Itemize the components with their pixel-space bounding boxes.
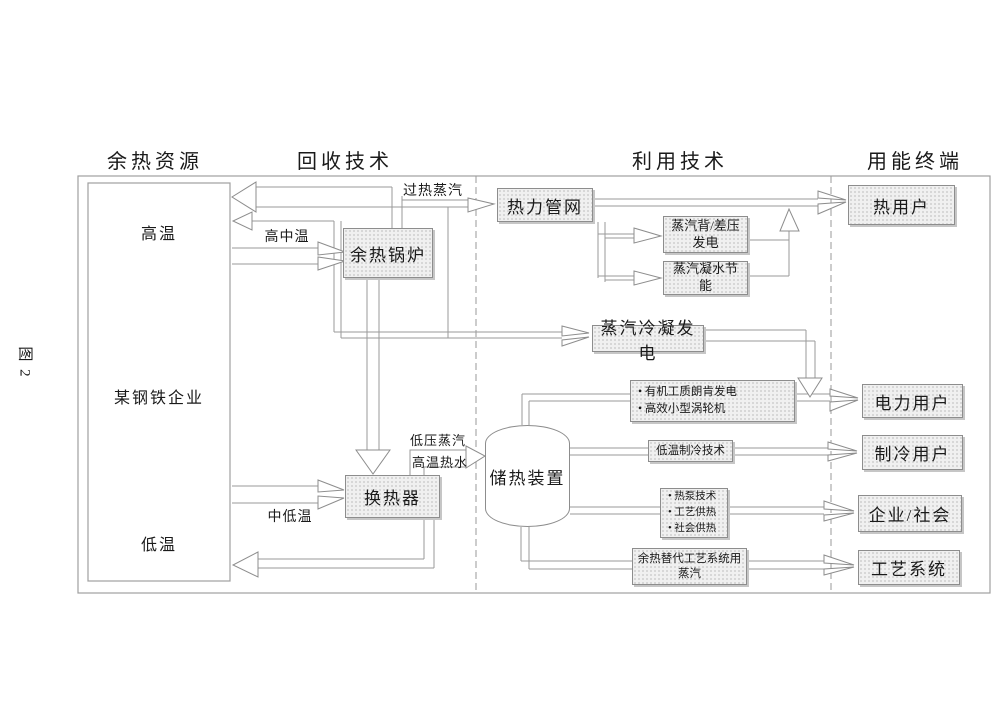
node-waste-heat-boiler: 余热锅炉 [343, 228, 433, 278]
list-item: 社会供热 [668, 521, 716, 537]
flow-label-high-mid-temp: 高中温 [264, 230, 310, 245]
node-heat-pipe-network: 热力管网 [497, 188, 593, 222]
arrow-into-process-2 [823, 566, 855, 576]
list-item: 高效小型涡轮机 [638, 401, 726, 418]
arrow-into-heat-user-2 [817, 201, 847, 215]
arrow-into-power-user-1 [829, 388, 859, 399]
node-heat-supply-list: 热泵技术 工艺供热 社会供热 [660, 488, 728, 538]
arrow-into-condensing-gen-2 [561, 336, 590, 347]
node-condensing-generation: 蒸汽冷凝发电 [592, 319, 704, 363]
arrow-into-heat-user-1 [817, 190, 847, 201]
arrow-condensing-to-power-line [797, 377, 823, 398]
outer-frame [77, 175, 991, 594]
arrow-boiler-to-exchanger [355, 449, 391, 475]
node-heat-exchanger: 换热器 [345, 475, 440, 518]
arrow-into-cooling-user-2 [827, 452, 858, 462]
node-substitute-steam: 余热替代工艺系统用蒸汽 [632, 548, 747, 585]
arrow-into-process-1 [823, 554, 855, 566]
arrow-into-condensate-saving [633, 270, 663, 286]
node-heat-storage-tank: 储热装置 [485, 425, 570, 527]
arrow-into-pipe-network [467, 197, 496, 213]
column-header-waste-heat-resources: 余热资源 [107, 151, 203, 173]
list-item: 有机工质朗肯发电 [638, 384, 737, 401]
source-low-temp-label: 低温 [140, 537, 177, 554]
arrow-into-cooling-user-1 [827, 441, 858, 452]
arrow-into-heat-storage [465, 445, 486, 469]
terminal-process-system: 工艺系统 [858, 550, 960, 585]
node-low-temp-refrigeration: 低温制冷技术 [648, 440, 733, 462]
column-header-energy-terminal: 用能终端 [867, 151, 963, 173]
flow-label-low-pressure-steam: 低压蒸汽 [409, 433, 466, 448]
arrow-into-power-user-2 [829, 399, 859, 412]
column-header-utilization-technology: 利用技术 [632, 151, 728, 173]
list-item: 工艺供热 [668, 505, 716, 521]
source-enterprise-frame [87, 182, 231, 582]
list-item: 热泵技术 [668, 489, 716, 505]
arrow-boiler-feed-2 [317, 256, 346, 271]
arrow-generators-up-to-heat-line [779, 207, 800, 232]
column-header-recovery-technology: 回收技术 [297, 151, 393, 173]
terminal-cooling-user: 制冷用户 [862, 435, 963, 470]
arrow-into-enterprise-1 [823, 500, 855, 512]
source-enterprise-label: 某钢铁企业 [113, 390, 204, 407]
flow-label-mid-low-temp: 中低温 [267, 510, 313, 525]
terminal-heat-user: 热用户 [848, 185, 955, 225]
node-condensate-saving: 蒸汽凝水节能 [663, 261, 748, 295]
source-high-temp-label: 高温 [140, 226, 177, 243]
node-back-pressure-generation: 蒸汽背/差压发电 [663, 216, 748, 253]
arrow-boiler-feed-1 [317, 241, 346, 256]
arrow-into-back-pressure [633, 227, 663, 244]
arrow-into-enterprise-2 [823, 512, 855, 522]
figure-number-label: 图 2 [16, 346, 33, 379]
flow-label-superheated-steam: 过热蒸汽 [403, 184, 463, 199]
arrow-exchanger-feed-1 [317, 479, 345, 493]
terminal-enterprise-society: 企业/社会 [858, 495, 962, 532]
arrow-return-to-source-bottom [231, 551, 259, 578]
arrow-return-to-source-top [231, 181, 257, 213]
flow-label-high-temp-water: 高温热水 [411, 455, 468, 470]
arrow-into-condensing-gen-1 [561, 325, 590, 337]
arrow-exchanger-feed-2 [317, 495, 345, 510]
node-orc-generation-list: 有机工质朗肯发电 高效小型涡轮机 [630, 380, 795, 422]
arrow-return-to-source-small [231, 211, 253, 231]
terminal-power-user: 电力用户 [862, 384, 963, 418]
